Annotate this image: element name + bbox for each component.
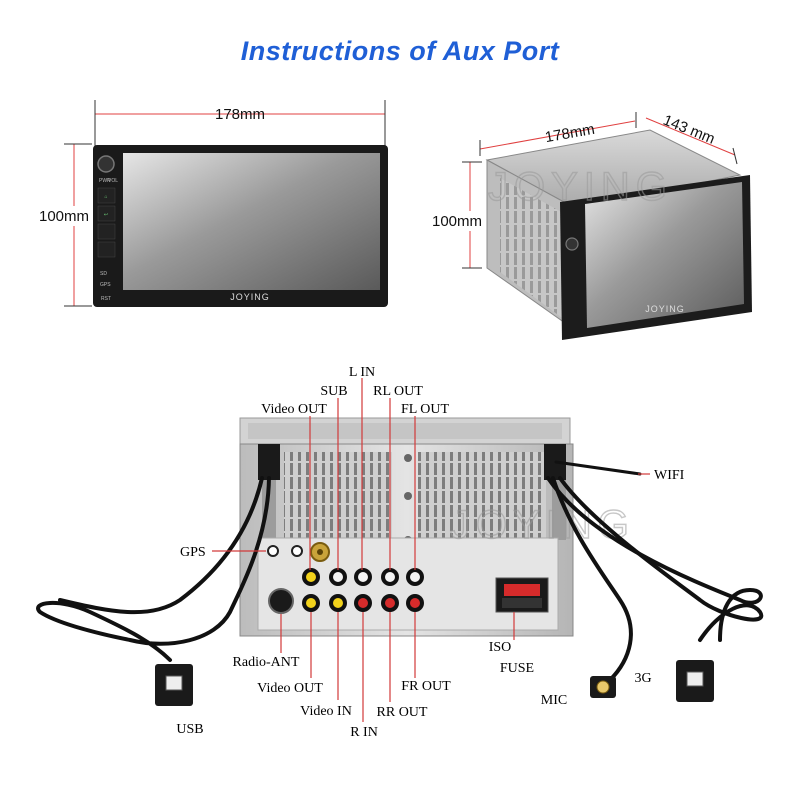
l-in-label: L IN <box>349 365 375 380</box>
video-in-label: Video IN <box>300 704 352 719</box>
side-height-label: 100mm <box>432 213 482 230</box>
r-in-label: R IN <box>350 725 378 740</box>
back-icon: ↩ <box>104 212 108 218</box>
volume-knob <box>97 155 115 173</box>
video-out-bottom-label: Video OUT <box>257 681 323 696</box>
radio-ant-label: Radio-ANT <box>233 655 300 670</box>
pwr-label: PWR <box>99 178 111 184</box>
gps-label: GPS <box>180 545 206 560</box>
front-height-label: 100mm <box>39 208 89 225</box>
back-button <box>97 205 116 222</box>
usb-label: USB <box>176 722 203 737</box>
3g-label: 3G <box>634 671 651 686</box>
port-labels: L IN SUB RL OUT Video OUT FL OUT WIFI GP… <box>176 365 684 740</box>
mic-label: MIC <box>541 693 567 708</box>
rl-out-label: RL OUT <box>373 384 423 399</box>
watermark-rear: JOYING <box>450 503 635 547</box>
src-button <box>97 241 116 258</box>
mic-plug <box>590 676 616 698</box>
home-button <box>97 187 116 204</box>
sd-label: SD <box>100 271 107 277</box>
side-volume-knob <box>565 237 579 251</box>
fl-out-label: FL OUT <box>401 402 450 417</box>
front-brand: JOYING <box>230 292 270 302</box>
usb-plug-right <box>676 660 714 702</box>
rca-top-row <box>302 568 424 586</box>
side-view: JOYING JOYING 178mm 143 mm 100mm <box>430 112 752 340</box>
side-brand: JOYING <box>645 304 685 314</box>
front-screen <box>123 153 380 290</box>
wifi-label: WIFI <box>654 468 685 483</box>
rr-out-label: RR OUT <box>377 705 428 720</box>
video-out-top-label: Video OUT <box>261 402 327 417</box>
page-title: Instructions of Aux Port <box>240 36 560 66</box>
rst-label: RST <box>101 296 111 302</box>
navi-button <box>97 223 116 240</box>
sub-label: SUB <box>320 384 347 399</box>
fr-out-label: FR OUT <box>401 679 451 694</box>
leader-lines <box>212 378 650 722</box>
front-width-label: 178mm <box>215 106 265 123</box>
vol-label: VOL <box>108 178 118 184</box>
rca-bottom-row <box>302 594 424 612</box>
gps-slot-label: GPS <box>100 282 111 288</box>
cables <box>36 460 764 682</box>
home-icon: ⌂ <box>104 194 107 200</box>
fuse-label: FUSE <box>500 661 534 676</box>
watermark-top: JOYING <box>488 165 673 209</box>
front-view: 178mm 100mm PWR VOL ⌂ ↩ SD GPS RST JOYIN… <box>38 100 388 307</box>
usb-plug-left <box>155 664 193 706</box>
iso-label: ISO <box>489 640 512 655</box>
